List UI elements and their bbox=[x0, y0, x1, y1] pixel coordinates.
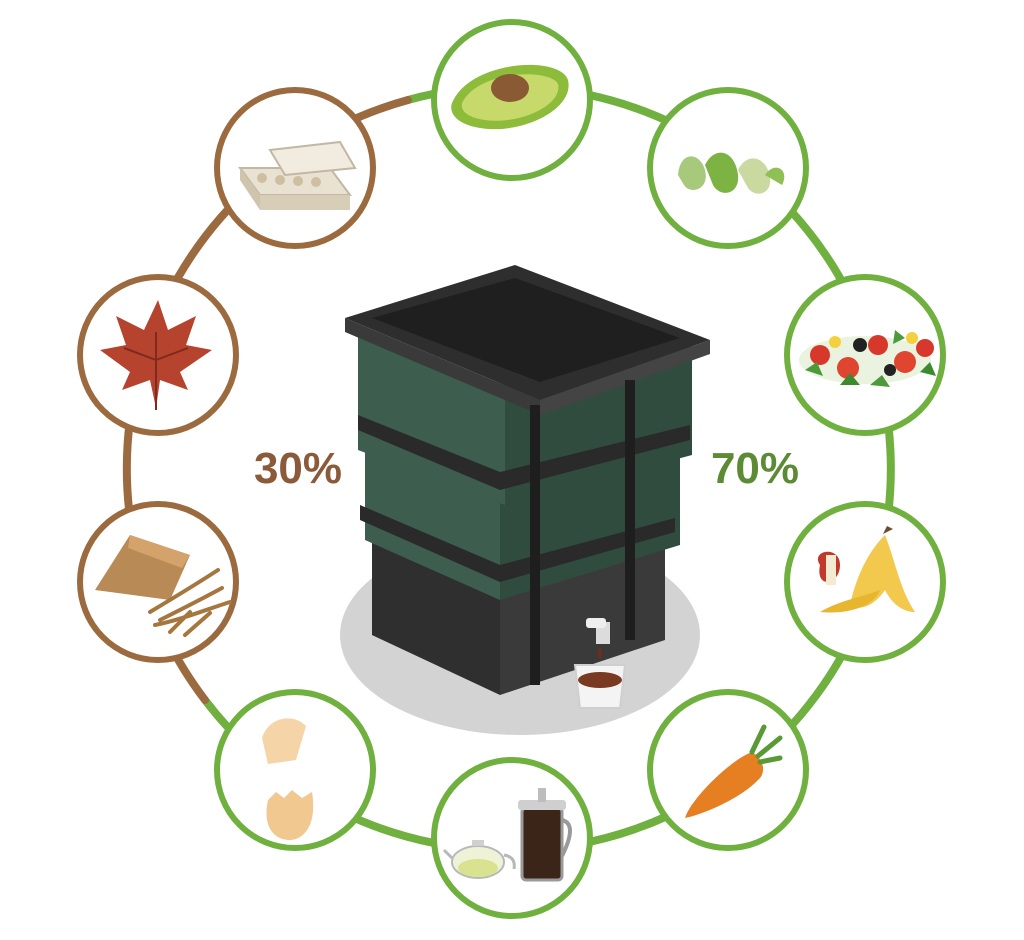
item-circle-coffee-tea bbox=[431, 757, 593, 919]
fruit-scraps-icon bbox=[817, 526, 915, 613]
apple-peel-icon bbox=[678, 152, 785, 194]
carrot-icon bbox=[685, 724, 783, 818]
brown-percent-label: 30% bbox=[254, 444, 342, 493]
item-circle-eggshell bbox=[214, 689, 376, 851]
egg-carton-icon bbox=[238, 140, 357, 210]
salad-icon bbox=[799, 330, 936, 387]
maple-leaf-icon bbox=[100, 300, 212, 410]
worm-bin bbox=[345, 265, 710, 709]
coffee-tea-icon bbox=[442, 788, 572, 882]
eggshell-icon bbox=[262, 718, 314, 840]
avocado-icon bbox=[451, 64, 569, 130]
green-percent-label: 70% bbox=[711, 444, 799, 493]
cardboard-paper-icon bbox=[95, 535, 232, 637]
